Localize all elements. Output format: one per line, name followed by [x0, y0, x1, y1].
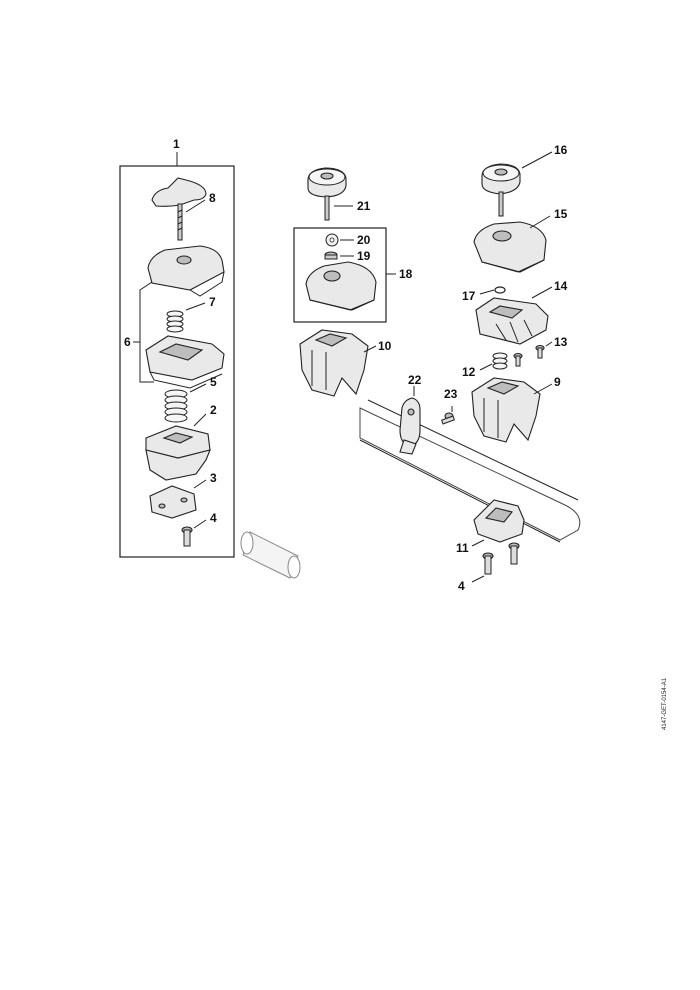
locking-knob-right	[481, 163, 521, 217]
label-6: 6	[124, 335, 131, 349]
label-13: 13	[554, 335, 568, 349]
label-9: 9	[554, 375, 561, 389]
clamp-cover-upper	[147, 245, 225, 297]
label-20: 20	[357, 233, 371, 247]
reference-code: 4147-GET-0154-A1	[662, 677, 668, 730]
tube-sleeve	[240, 531, 301, 579]
clamp-body-right	[471, 377, 541, 443]
o-ring	[494, 286, 506, 294]
screw-left	[181, 526, 193, 547]
spring-right	[492, 352, 508, 370]
label-18: 18	[399, 267, 413, 281]
label-4a: 4	[210, 511, 217, 525]
label-17: 17	[462, 289, 476, 303]
label-3: 3	[210, 471, 217, 485]
label-4b: 4	[458, 579, 465, 593]
clamp-base	[145, 425, 211, 481]
locking-knob-middle	[307, 167, 347, 221]
label-16: 16	[554, 143, 568, 157]
label-19: 19	[357, 249, 371, 263]
clamp-body-middle	[299, 329, 369, 397]
label-14: 14	[554, 279, 568, 293]
screw-clip	[441, 412, 455, 425]
label-12: 12	[462, 365, 476, 379]
label-5: 5	[210, 375, 217, 389]
hex-nut	[324, 251, 338, 260]
clamp-body	[145, 335, 225, 389]
clamp-cover-middle	[305, 261, 377, 311]
screw-right-b	[508, 542, 520, 565]
label-11: 11	[456, 541, 469, 555]
screw-13	[535, 344, 545, 359]
label-1: 1	[173, 137, 180, 151]
spring-small	[166, 310, 184, 333]
label-21: 21	[357, 199, 371, 213]
bracket-6	[139, 281, 154, 383]
label-10: 10	[378, 339, 392, 353]
label-15: 15	[554, 207, 568, 221]
tube-clip	[399, 397, 421, 455]
label-7: 7	[209, 295, 216, 309]
screw-small-right	[513, 352, 523, 367]
clamp-shell	[149, 485, 197, 519]
clamp-shell-right	[473, 499, 525, 543]
label-22: 22	[408, 373, 422, 387]
screw-right-a	[482, 552, 494, 575]
label-23: 23	[444, 387, 458, 401]
wing-knob	[151, 177, 207, 241]
star-washer	[325, 233, 339, 247]
label-8: 8	[209, 191, 216, 205]
spring-large	[164, 389, 188, 423]
clamp-part-right	[475, 297, 549, 345]
clamp-cover-right	[473, 221, 547, 273]
shaft-tube	[359, 399, 581, 543]
label-2: 2	[210, 403, 217, 417]
assembly-box-18	[293, 227, 387, 323]
